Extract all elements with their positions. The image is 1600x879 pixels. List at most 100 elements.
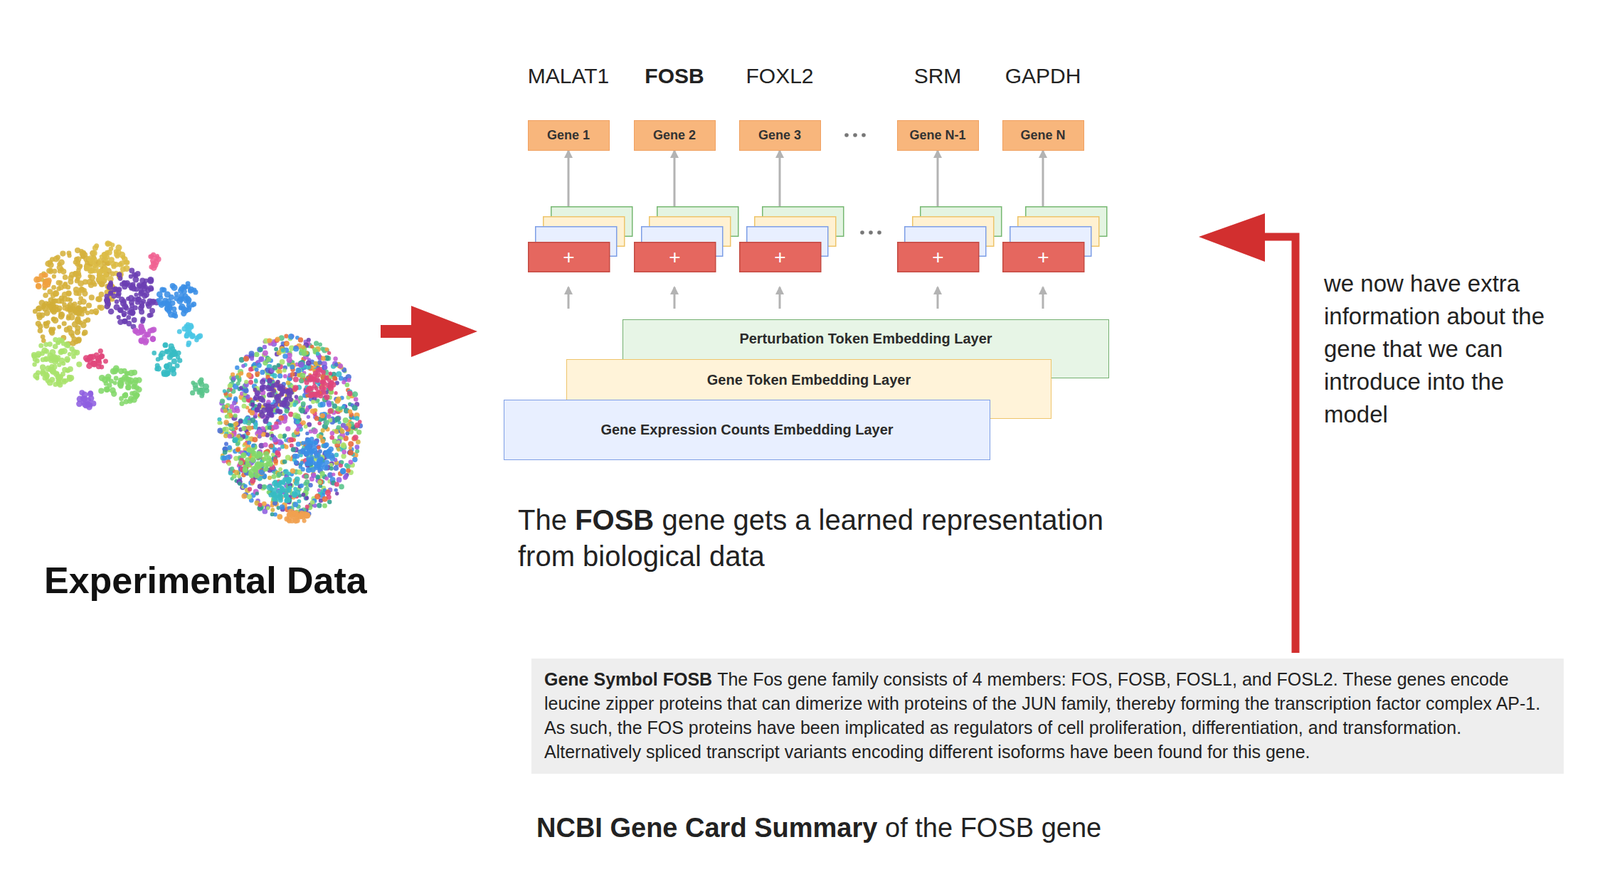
cell-dot — [288, 377, 293, 382]
cell-dot — [322, 496, 328, 503]
cell-dot — [318, 342, 323, 348]
cell-dot — [285, 455, 291, 462]
cell-dot — [239, 371, 244, 376]
cell-dot — [132, 327, 139, 335]
cell-dot — [334, 481, 340, 487]
cell-dot — [147, 253, 153, 259]
cell-dot — [238, 418, 244, 424]
cell-dot — [356, 429, 362, 435]
cell-dot — [300, 420, 306, 426]
cell-dot — [279, 504, 286, 511]
cell-dot — [347, 441, 354, 447]
cell-dot — [149, 308, 156, 314]
cell-dot — [32, 362, 37, 367]
cell-dot — [145, 301, 151, 307]
cell-dot — [280, 400, 286, 407]
cell-dot — [229, 466, 235, 471]
cell-dot — [320, 438, 326, 444]
cell-dot — [352, 391, 358, 397]
cell-dot — [189, 332, 196, 339]
cell-dot — [39, 299, 46, 306]
cell-dot — [233, 396, 238, 401]
cell-dot — [295, 367, 302, 374]
cell-dot — [243, 484, 248, 489]
cell-dot — [335, 398, 341, 405]
cell-dot — [273, 347, 279, 352]
cell-dot — [114, 299, 119, 304]
cell-dot — [278, 421, 282, 425]
cell-dot — [334, 362, 339, 368]
cell-dot — [76, 271, 82, 277]
cell-dot — [292, 384, 299, 391]
cell-dot — [300, 372, 306, 379]
cell-dot — [293, 377, 299, 383]
cell-dot — [51, 274, 57, 279]
cell-dot — [150, 336, 156, 343]
cell-dot — [308, 404, 313, 410]
cell-dot — [246, 372, 252, 379]
cell-dot — [315, 352, 321, 357]
cell-dot — [234, 365, 240, 370]
cell-dot — [340, 468, 346, 475]
cell-dot — [273, 458, 279, 464]
cell-dot — [259, 379, 266, 385]
cell-dot — [305, 407, 310, 412]
cell-dot — [265, 404, 271, 410]
cell-dot — [79, 250, 87, 257]
cell-dot — [281, 349, 286, 355]
cell-dot — [283, 374, 288, 379]
cell-dot — [76, 264, 82, 271]
cell-dot — [275, 337, 281, 343]
cell-dot — [46, 341, 52, 347]
cell-dot — [73, 340, 79, 346]
cell-dot — [133, 292, 139, 297]
cell-dot — [304, 495, 309, 501]
cell-dot — [305, 360, 312, 367]
cell-dot — [298, 362, 304, 368]
cell-dot — [282, 433, 287, 439]
cell-dot — [125, 384, 131, 391]
cell-dot — [102, 266, 109, 273]
cell-dot — [96, 261, 104, 269]
cell-dot — [277, 433, 283, 439]
cell-dot — [286, 357, 293, 363]
cell-dot — [226, 412, 233, 419]
cell-dot — [354, 416, 360, 422]
cell-dot — [61, 283, 68, 289]
cell-dot — [234, 470, 240, 476]
cell-dot — [262, 345, 267, 350]
cell-dot — [319, 470, 325, 476]
cell-dot — [261, 484, 267, 490]
cell-dot — [256, 428, 262, 435]
cell-dot — [266, 338, 272, 344]
cell-dot — [67, 253, 72, 258]
cell-dot — [177, 357, 183, 363]
cell-dot — [129, 310, 136, 317]
cell-dot — [108, 290, 114, 295]
cell-dot — [276, 472, 282, 478]
cell-dot — [135, 387, 143, 394]
cell-dot — [341, 405, 346, 410]
cell-dot — [138, 326, 146, 333]
cell-dot — [232, 437, 239, 444]
cell-dot — [270, 507, 275, 513]
cell-dot — [282, 353, 288, 359]
cell-dot — [227, 383, 233, 389]
cell-dot — [334, 488, 338, 492]
cell-dot — [147, 278, 154, 285]
cell-dot — [74, 325, 81, 331]
cell-dot — [313, 361, 319, 366]
cell-dot — [266, 506, 270, 511]
cell-dot — [276, 514, 283, 521]
cell-dot — [255, 491, 259, 496]
cell-dot — [172, 351, 178, 357]
cell-dot — [135, 271, 141, 277]
cell-dot — [252, 436, 259, 443]
cell-dot — [104, 387, 111, 393]
cell-dot — [266, 378, 273, 385]
cell-dot — [123, 391, 129, 397]
cell-dot — [295, 419, 301, 425]
cell-dot — [317, 488, 321, 493]
cell-dot — [248, 350, 255, 357]
cell-dot — [197, 379, 203, 385]
